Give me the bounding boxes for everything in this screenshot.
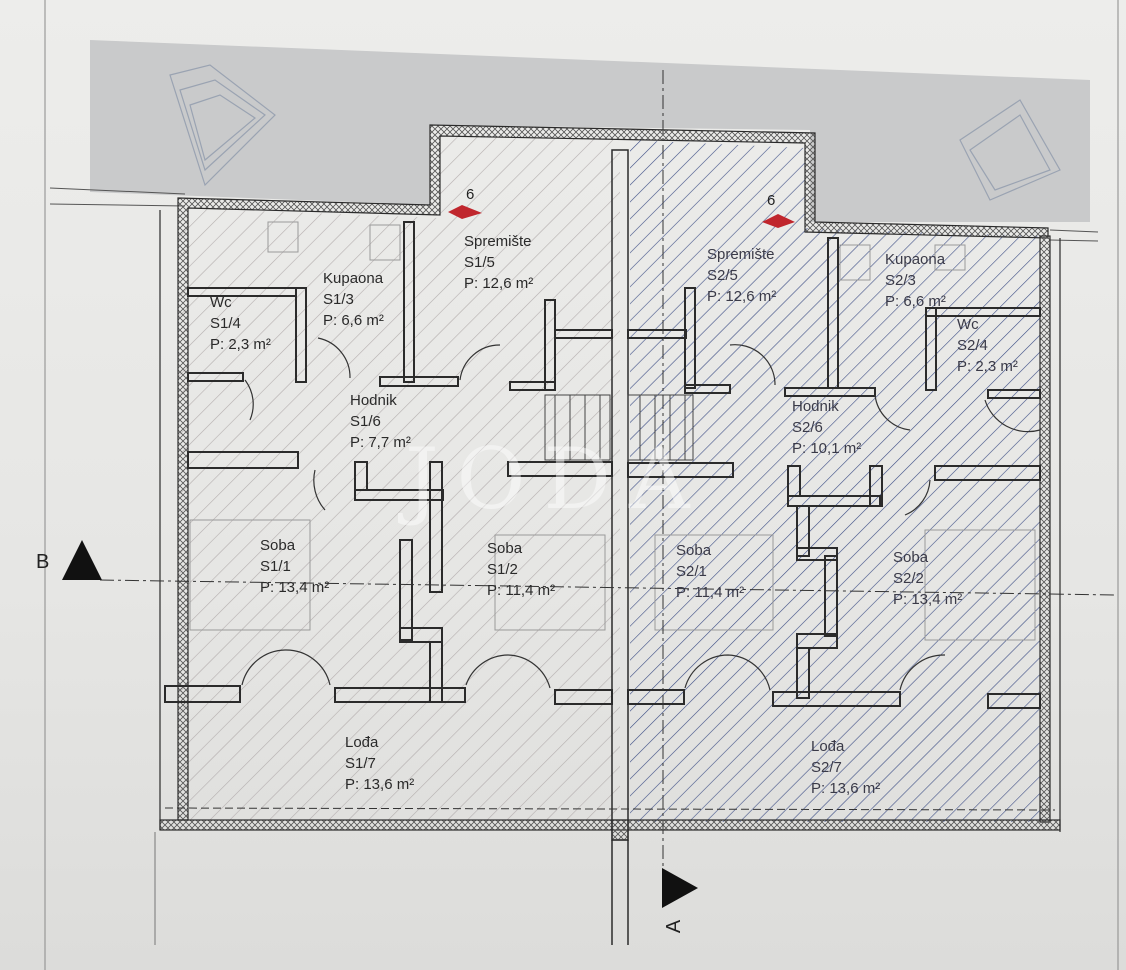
section-a-label: A — [663, 919, 686, 934]
section-b-label: B — [36, 551, 50, 573]
section-a-arrow — [662, 868, 698, 908]
watermark-logo: JODA — [405, 430, 708, 528]
door-swings — [241, 337, 1041, 691]
furniture — [189, 221, 1036, 641]
section-b-arrow — [62, 540, 102, 580]
staircase — [544, 394, 694, 461]
plant-left — [169, 64, 276, 187]
terrain-area — [90, 40, 1090, 222]
interior-walls-unit-1 — [164, 221, 613, 705]
unit-1-area — [178, 135, 620, 820]
level-marker-left — [448, 205, 482, 219]
interior-walls-unit-2 — [627, 237, 1041, 709]
level-marker-left-label: 6 — [466, 186, 475, 203]
level-marker-right-label: 6 — [767, 192, 776, 209]
section-line-b — [99, 579, 1116, 596]
plant-right — [959, 99, 1061, 201]
level-marker-right — [762, 214, 795, 228]
loggia-edge-line — [164, 807, 1056, 811]
unit-2-area — [630, 140, 1040, 822]
